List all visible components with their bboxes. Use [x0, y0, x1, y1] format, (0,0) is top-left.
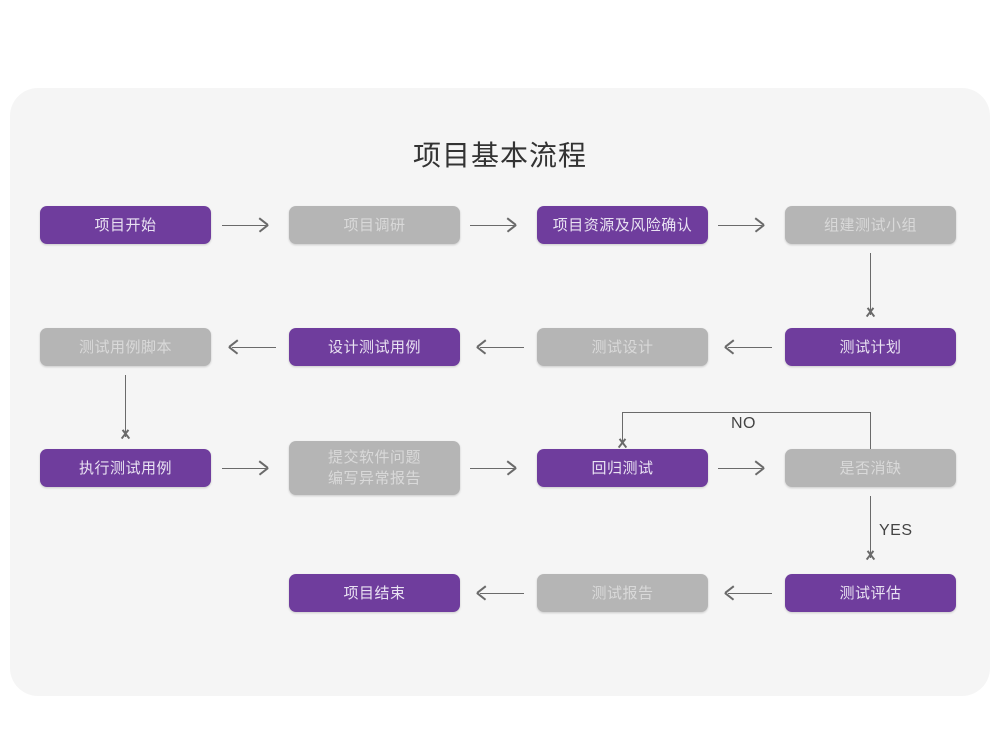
- edge-arrow-n14-n13: [476, 586, 489, 599]
- edge-line-n10-n11: [470, 468, 514, 469]
- node-resource-risk-confirm[interactable]: 项目资源及风险确认: [537, 206, 708, 244]
- edge-label-yes: YES: [879, 522, 913, 539]
- node-form-test-team[interactable]: 组建测试小组: [785, 206, 956, 244]
- node-test-design[interactable]: 测试设计: [537, 328, 708, 366]
- edge-line-n11-n12: [718, 468, 762, 469]
- edge-arrow-n6-n5: [228, 340, 241, 353]
- edge-arrow-n2-n3: [504, 218, 517, 231]
- edge-line-n4-n8: [870, 253, 871, 315]
- edge-line-n7-n6: [480, 347, 524, 348]
- edge-arrow-n1-n2: [256, 218, 269, 231]
- edge-line-no-right: [870, 412, 871, 449]
- node-test-case-script[interactable]: 测试用例脚本: [40, 328, 211, 366]
- node-design-test-cases[interactable]: 设计测试用例: [289, 328, 460, 366]
- edge-line-n3-n4: [718, 225, 762, 226]
- edge-line-no-top: [622, 412, 871, 413]
- node-defect-resolved[interactable]: 是否消缺: [785, 449, 956, 487]
- edge-line-n5-n9: [125, 375, 126, 437]
- edge-arrow-n7-n6: [476, 340, 489, 353]
- node-project-start[interactable]: 项目开始: [40, 206, 211, 244]
- node-execute-test-cases[interactable]: 执行测试用例: [40, 449, 211, 487]
- node-project-research[interactable]: 项目调研: [289, 206, 460, 244]
- edge-arrow-n10-n11: [504, 461, 517, 474]
- edge-line-no-left: [622, 412, 623, 444]
- edge-arrow-n3-n4: [752, 218, 765, 231]
- edge-line-n2-n3: [470, 225, 514, 226]
- edge-line-n15-n14: [728, 593, 772, 594]
- node-test-evaluation[interactable]: 测试评估: [785, 574, 956, 612]
- edge-arrow-n11-n12: [752, 461, 765, 474]
- edge-arrow-n8-n7: [724, 340, 737, 353]
- edge-line-n9-n10: [222, 468, 266, 469]
- node-submit-issue-report[interactable]: 提交软件问题 编写异常报告: [289, 441, 460, 495]
- edge-arrow-n5-n9: [119, 427, 132, 440]
- edge-label-no: NO: [731, 415, 756, 432]
- page-title: 项目基本流程: [412, 140, 587, 171]
- node-test-plan[interactable]: 测试计划: [785, 328, 956, 366]
- edge-line-n6-n5: [232, 347, 276, 348]
- edge-arrow-n4-n8: [864, 305, 877, 318]
- node-regression-test[interactable]: 回归测试: [537, 449, 708, 487]
- edge-line-n14-n13: [480, 593, 524, 594]
- edge-line-yes: [870, 496, 871, 558]
- edge-line-n8-n7: [728, 347, 772, 348]
- node-test-report[interactable]: 测试报告: [537, 574, 708, 612]
- edge-arrow-yes: [864, 548, 877, 561]
- edge-arrow-n15-n14: [724, 586, 737, 599]
- edge-line-n1-n2: [222, 225, 266, 226]
- edge-arrow-no: [616, 436, 629, 449]
- edge-arrow-n9-n10: [256, 461, 269, 474]
- node-project-end[interactable]: 项目结束: [289, 574, 460, 612]
